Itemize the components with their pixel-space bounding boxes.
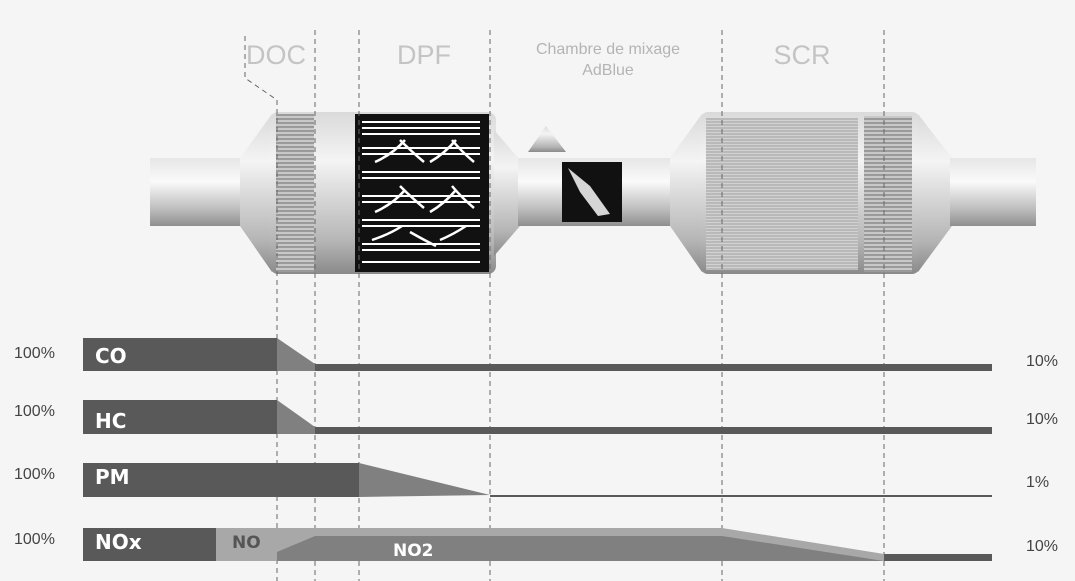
outlet-cone	[918, 114, 952, 272]
section-label-adblue: AdBlue	[582, 62, 634, 79]
hc-start-percent: 100%	[14, 403, 55, 420]
nox-inlet-bar	[83, 528, 216, 561]
row-hc: HC 100% 10%	[14, 400, 1058, 434]
nox-no2-body	[277, 536, 884, 561]
co-end-percent: 10%	[1026, 353, 1058, 370]
nox-no2-label: NO2	[393, 541, 434, 561]
row-co: CO 100% 10%	[14, 338, 1058, 371]
pm-residual-bar	[490, 495, 992, 497]
pm-inlet-bar	[83, 463, 359, 497]
scr-catalyst-block	[706, 118, 858, 270]
inlet-pipe	[150, 158, 242, 226]
section-label-scr: SCR	[773, 40, 830, 70]
outlet-pipe	[950, 158, 1036, 226]
middle-cone	[494, 130, 520, 256]
doc-catalyst-mesh	[276, 114, 314, 272]
hc-label: HC	[95, 409, 126, 433]
co-residual-bar	[315, 364, 992, 371]
nox-start-percent: 100%	[14, 531, 55, 548]
adblue-spray-cone	[568, 168, 610, 216]
nox-label: NOx	[95, 530, 142, 554]
pm-reduction-shape	[359, 463, 490, 497]
exhaust-system-illustration	[150, 112, 1036, 274]
scr-clean-up-mesh	[864, 116, 912, 272]
row-pm: PM 100% 1%	[14, 463, 1049, 497]
hc-inlet-bar	[83, 400, 277, 434]
nox-end-percent: 10%	[1026, 538, 1058, 555]
scr-inlet-cone	[670, 114, 702, 272]
nox-residual-bar	[884, 554, 992, 561]
adblue-injector	[528, 126, 566, 152]
hc-residual-bar	[315, 427, 992, 434]
section-label-dpf: DPF	[397, 40, 451, 70]
co-label: CO	[95, 344, 127, 368]
nox-no-segment	[216, 528, 277, 561]
section-label-mixing-chamber: Chambre de mixage	[536, 41, 680, 58]
co-start-percent: 100%	[14, 345, 55, 362]
inlet-cone	[240, 114, 272, 272]
dpf-flow-arrows	[371, 139, 475, 248]
pm-end-percent: 1%	[1026, 474, 1049, 491]
co-inlet-bar	[83, 338, 277, 371]
pm-start-percent: 100%	[14, 466, 55, 483]
nox-no-label: NO	[232, 533, 261, 553]
row-nox: NOx NO NO2 100% 10%	[14, 528, 1058, 561]
hc-end-percent: 10%	[1026, 411, 1058, 428]
dpf-filter-core	[355, 114, 489, 272]
section-label-doc: DOC	[246, 40, 306, 70]
pm-label: PM	[95, 465, 130, 489]
